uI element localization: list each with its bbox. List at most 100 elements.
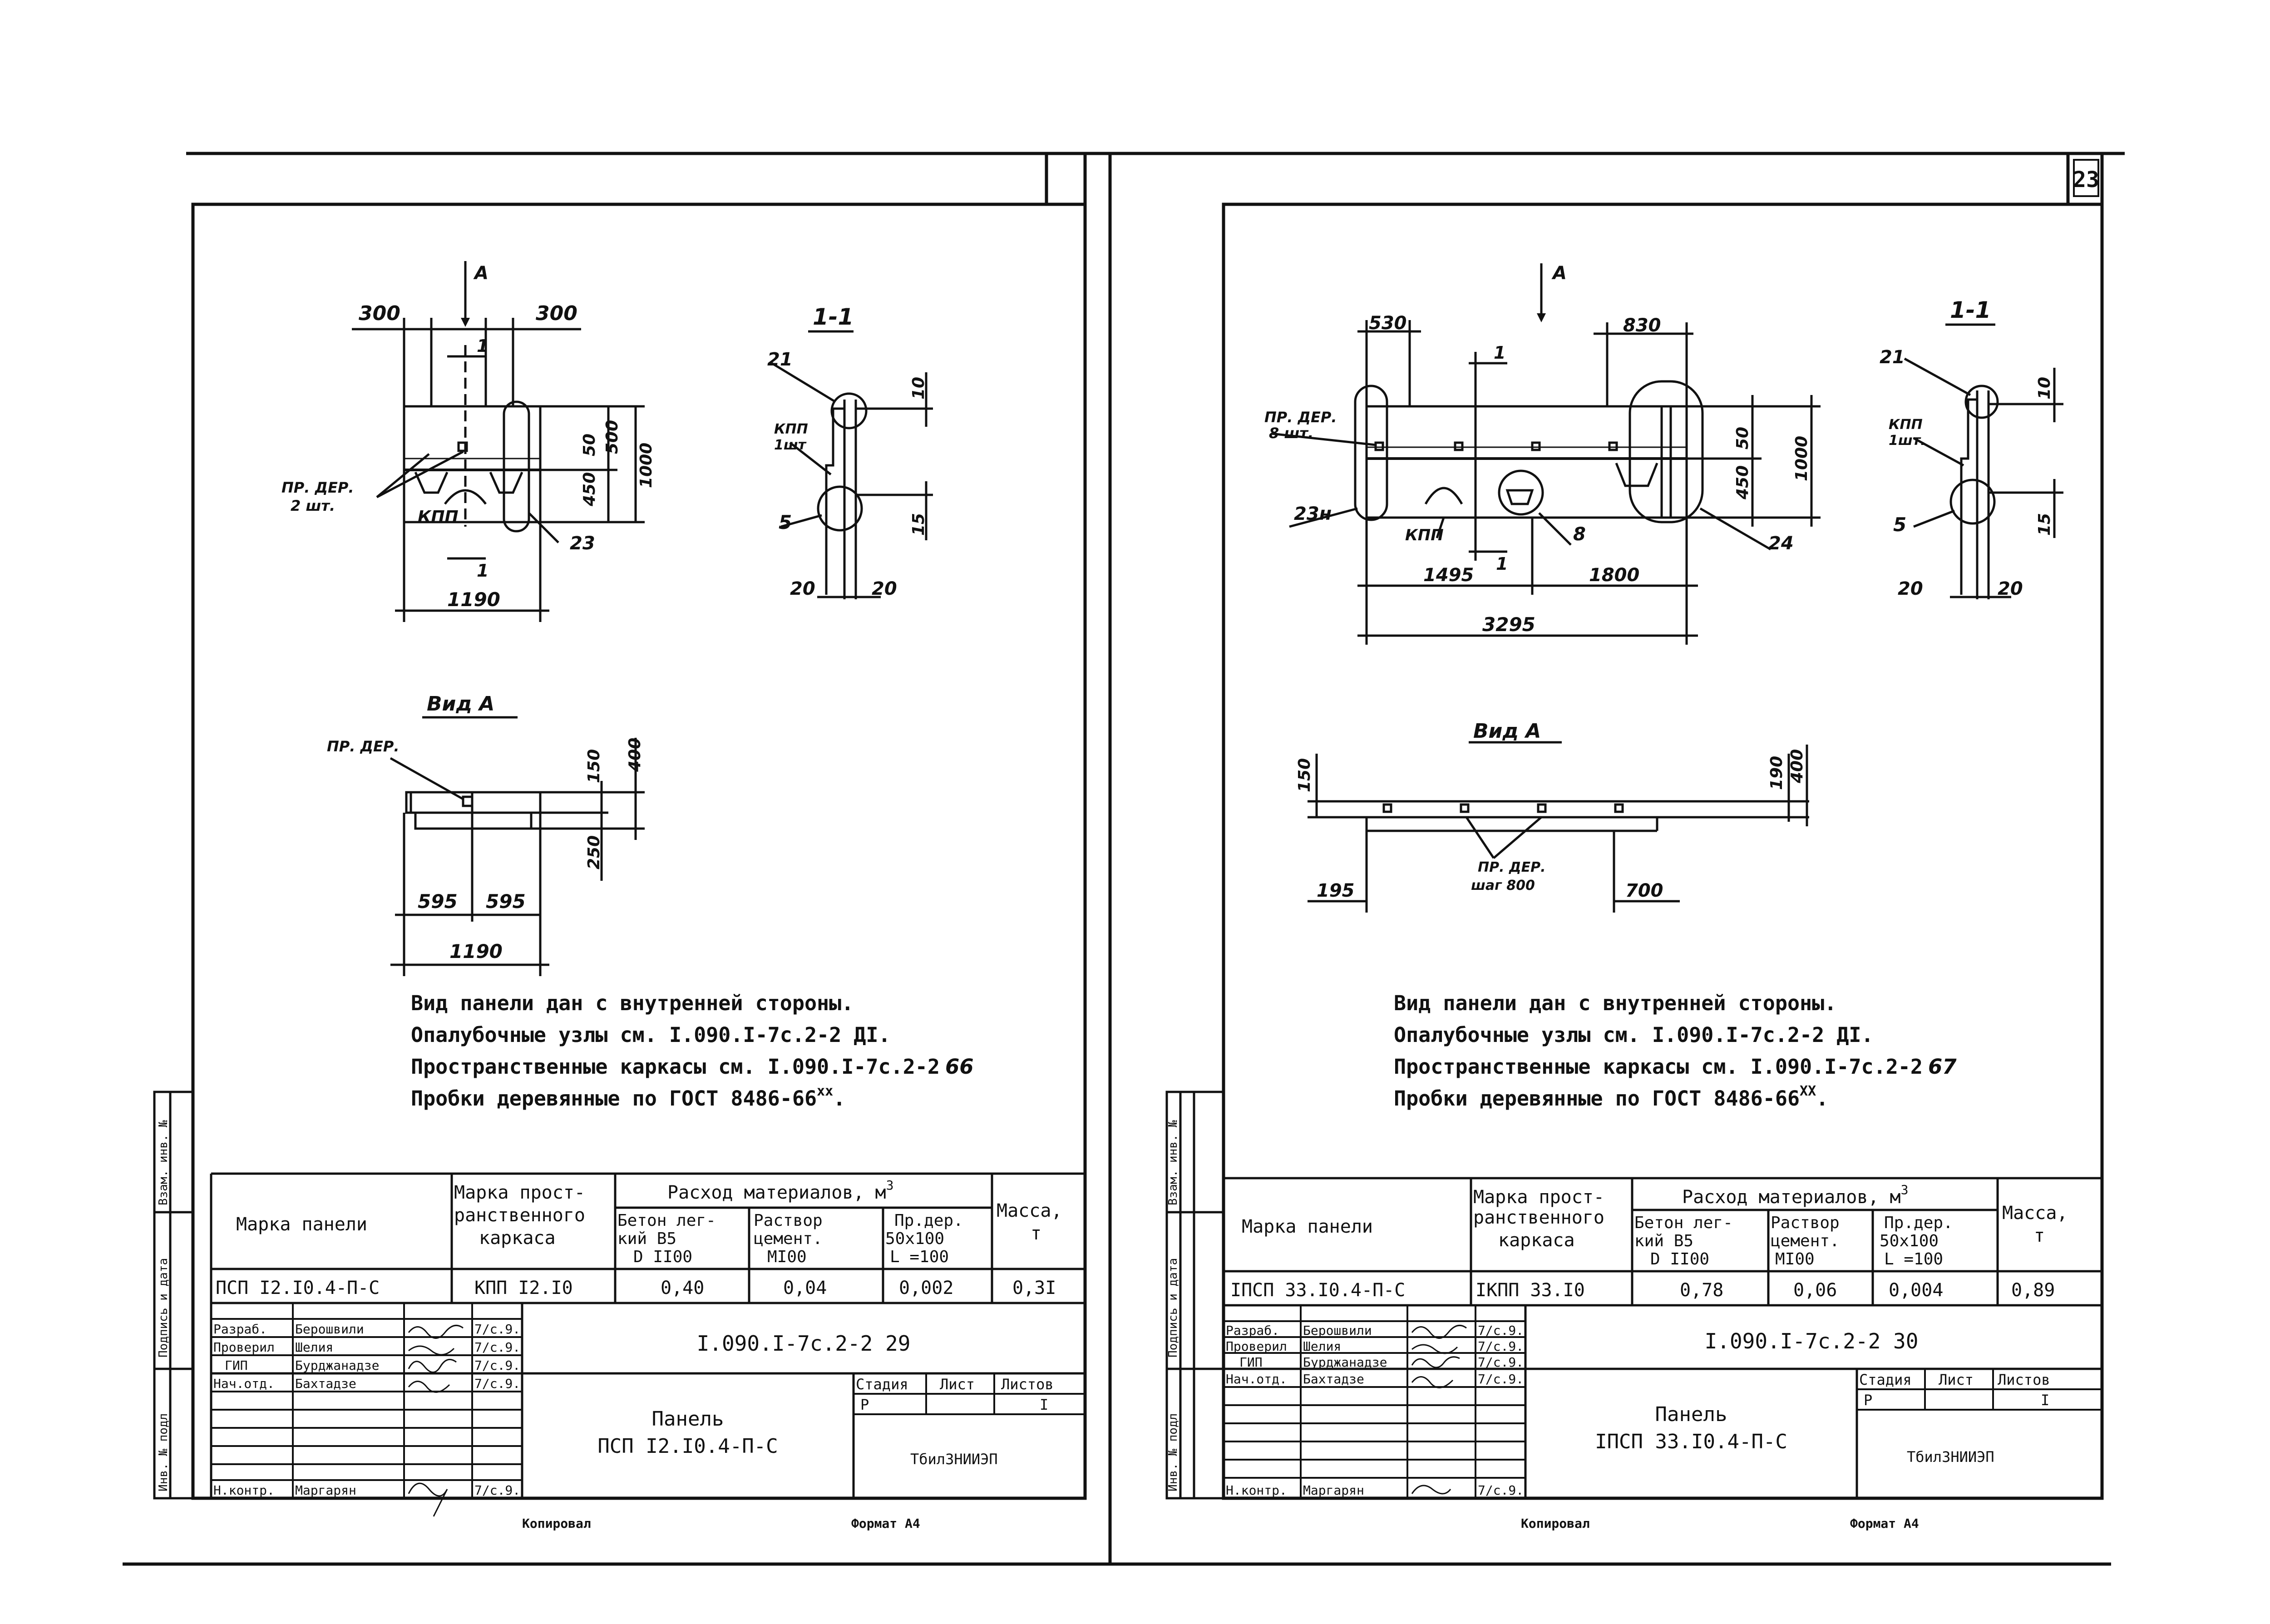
svg-text:ГИП: ГИП xyxy=(225,1358,248,1373)
svg-text:Бахтадзе: Бахтадзе xyxy=(295,1376,356,1391)
svg-text:Разраб.: Разраб. xyxy=(1226,1323,1279,1338)
svg-text:Вид А: Вид А xyxy=(1473,720,1541,743)
svg-text:150: 150 xyxy=(585,749,603,783)
svg-text:I.090.I-7с.2-2 30: I.090.I-7с.2-2 30 xyxy=(1705,1329,1919,1353)
svg-text:Марка панели: Марка панели xyxy=(1242,1216,1373,1237)
left-materials-table: Марка панели Марка прост- ранственного к… xyxy=(210,1172,1085,1498)
svg-text:ПР. ДЕР.: ПР. ДЕР. xyxy=(1264,409,1337,426)
right-title-block: Разраб. Берошвили 7/с.9. Проверил Шелия … xyxy=(1224,1305,2102,1531)
svg-text:Подпись и дата: Подпись и дата xyxy=(1166,1258,1180,1357)
svg-text:0,004: 0,004 xyxy=(1889,1280,1943,1301)
svg-text:Проверил: Проверил xyxy=(213,1340,275,1355)
svg-text:0,89: 0,89 xyxy=(2011,1280,2055,1301)
svg-text:Масса,: Масса, xyxy=(997,1200,1062,1221)
svg-text:Вид панели дан с внутренней ст: Вид панели дан с внутренней стороны. xyxy=(411,991,854,1015)
svg-text:А: А xyxy=(473,263,489,284)
svg-text:D II00: D II00 xyxy=(1650,1250,1709,1269)
svg-text:ПСП I2.I0.4-П-С: ПСП I2.I0.4-П-С xyxy=(216,1278,380,1298)
svg-text:каркаса: каркаса xyxy=(1498,1230,1575,1251)
svg-text:Маргарян: Маргарян xyxy=(1303,1483,1364,1498)
svg-text:400: 400 xyxy=(1788,749,1806,784)
svg-text:250: 250 xyxy=(585,835,603,869)
svg-text:Н.контр.: Н.контр. xyxy=(1226,1483,1287,1498)
svg-text:1000: 1000 xyxy=(1792,436,1811,481)
svg-text:Инв. № подл: Инв. № подл xyxy=(1166,1413,1180,1491)
svg-text:5: 5 xyxy=(779,511,792,533)
left-notes: Вид панели дан с внутренней стороны. Опа… xyxy=(411,991,974,1111)
svg-text:Лист: Лист xyxy=(1939,1371,1974,1388)
svg-text:2 шт.: 2 шт. xyxy=(291,497,335,514)
svg-text:ПР. ДЕР.: ПР. ДЕР. xyxy=(281,479,354,496)
svg-text:7/с.9.: 7/с.9. xyxy=(474,1322,520,1337)
svg-text:190: 190 xyxy=(1767,756,1786,790)
svg-text:IКПП 33.I0: IКПП 33.I0 xyxy=(1476,1280,1585,1301)
svg-text:Р: Р xyxy=(1864,1392,1872,1409)
svg-text:150: 150 xyxy=(1295,758,1314,792)
right-sheet: А 530 830 1 1 ПР. ДЕР. 8 шт. 23н КПП 8 2… xyxy=(1165,263,2102,1531)
svg-text:каркаса: каркаса xyxy=(479,1228,556,1249)
svg-text:300: 300 xyxy=(536,302,577,325)
svg-text:ПР. ДЕР.: ПР. ДЕР. xyxy=(1478,859,1546,875)
svg-text:т: т xyxy=(2034,1225,2045,1246)
svg-text:24: 24 xyxy=(1768,533,1794,554)
svg-text:Копировал: Копировал xyxy=(522,1516,591,1531)
svg-text:7/с.9.: 7/с.9. xyxy=(1478,1339,1524,1354)
svg-text:Копировал: Копировал xyxy=(1521,1516,1590,1531)
svg-text:Берошвили: Берошвили xyxy=(1303,1323,1372,1338)
svg-text:Формат А4: Формат А4 xyxy=(851,1516,920,1531)
svg-text:0,78: 0,78 xyxy=(1680,1280,1723,1301)
svg-text:КПП: КПП xyxy=(1405,526,1444,544)
svg-text:Пр.дер.: Пр.дер. xyxy=(894,1211,963,1230)
left-signatures xyxy=(408,1324,464,1517)
svg-text:1: 1 xyxy=(1496,554,1508,574)
svg-text:Стадия: Стадия xyxy=(856,1376,908,1393)
page-number: 23 xyxy=(2073,159,2099,197)
svg-text:23: 23 xyxy=(570,533,595,554)
svg-text:700: 700 xyxy=(1625,880,1663,901)
svg-text:Подпись и дата: Подпись и дата xyxy=(157,1258,170,1357)
svg-text:23н: 23н xyxy=(1294,503,1332,524)
svg-text:50: 50 xyxy=(580,434,599,456)
svg-text:1: 1 xyxy=(477,561,489,581)
svg-text:15: 15 xyxy=(2035,513,2054,536)
svg-text:8 шт.: 8 шт. xyxy=(1269,425,1313,442)
svg-text:ГИП: ГИП xyxy=(1239,1355,1263,1370)
svg-text:Листов: Листов xyxy=(1001,1376,1054,1393)
svg-text:Марка прост-: Марка прост- xyxy=(454,1182,585,1203)
svg-text:1: 1 xyxy=(477,336,489,356)
svg-text:Н.контр.: Н.контр. xyxy=(213,1483,275,1498)
left-panel-drawing: А 300 300 1 1 ПР. ДЕР. 2 шт. КПП 23 50 5… xyxy=(281,261,656,622)
svg-text:Формат А4: Формат А4 xyxy=(1850,1516,1919,1531)
svg-text:1шт: 1шт xyxy=(774,437,807,453)
svg-text:Бетон лег-: Бетон лег- xyxy=(1634,1214,1733,1232)
svg-text:20: 20 xyxy=(1998,578,2023,599)
svg-text:Бурджанадзе: Бурджанадзе xyxy=(295,1358,379,1373)
svg-text:0,04: 0,04 xyxy=(783,1278,827,1298)
svg-text:15: 15 xyxy=(909,513,928,536)
svg-text:0,3I: 0,3I xyxy=(1012,1278,1056,1298)
left-view-a: Вид А ПР. ДЕР. 150 400 250 595 595 1190 xyxy=(327,692,645,976)
svg-text:IПСП 33.I0.4-П-С: IПСП 33.I0.4-П-С xyxy=(1230,1280,1405,1301)
svg-text:КПП I2.I0: КПП I2.I0 xyxy=(474,1278,573,1298)
svg-text:10: 10 xyxy=(2035,377,2054,400)
svg-text:300: 300 xyxy=(359,302,400,325)
svg-text:500: 500 xyxy=(603,420,622,454)
svg-text:1-1: 1-1 xyxy=(1950,297,1991,323)
svg-text:Бетон лег-: Бетон лег- xyxy=(617,1211,716,1230)
svg-text:МI00: МI00 xyxy=(1775,1250,1815,1269)
svg-text:20: 20 xyxy=(872,578,897,599)
svg-text:7/с.9.: 7/с.9. xyxy=(474,1376,520,1391)
svg-text:1190: 1190 xyxy=(447,588,500,611)
svg-text:т: т xyxy=(1031,1223,1041,1244)
svg-text:ПР. ДЕР.: ПР. ДЕР. xyxy=(327,738,400,755)
right-signatures xyxy=(1411,1324,1467,1495)
svg-text:Разраб.: Разраб. xyxy=(213,1322,267,1337)
svg-text:Взам. инв. №: Взам. инв. № xyxy=(1166,1120,1180,1205)
svg-text:Шелия: Шелия xyxy=(295,1340,333,1355)
svg-text:Листов: Листов xyxy=(1998,1371,2050,1388)
svg-text:Взам. инв. №: Взам. инв. № xyxy=(157,1120,170,1205)
svg-text:Пространственные каркасы см. I: Пространственные каркасы см. I.090.I-7с.… xyxy=(411,1055,974,1079)
svg-text:7/с.9.: 7/с.9. xyxy=(1478,1483,1524,1498)
svg-text:D II00: D II00 xyxy=(633,1248,692,1266)
